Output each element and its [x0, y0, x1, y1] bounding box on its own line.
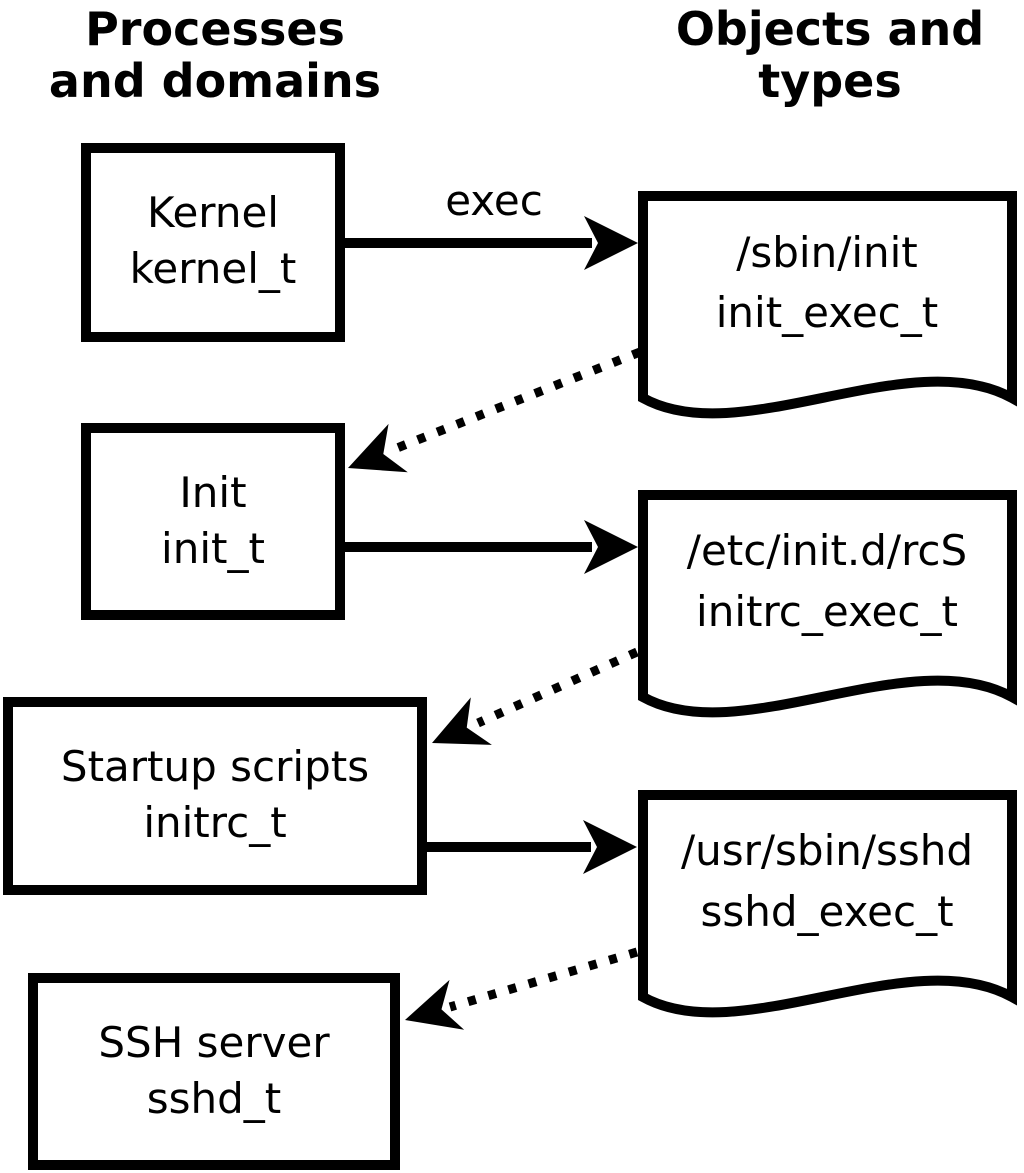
- process-label: SSH server: [98, 1018, 330, 1067]
- process-box-kernel: Kernel kernel_t: [81, 143, 345, 342]
- document-shape: [638, 191, 1017, 419]
- process-type-label: kernel_t: [130, 244, 297, 293]
- transition-arrow-line: [448, 947, 639, 1012]
- exec-arrow-startup-to-sshd: [427, 820, 637, 874]
- object-path-label: /sbin/init: [736, 228, 918, 277]
- object-doc-sbin-init: /sbin/init init_exec_t: [638, 191, 1017, 419]
- exec-arrow-label: exec: [445, 176, 543, 225]
- object-type-label: initrc_exec_t: [696, 587, 958, 636]
- column-header-processes-line2: and domains: [49, 54, 381, 108]
- exec-arrowhead-icon: [583, 820, 637, 874]
- transition-arrow-sshd-to-ssh-server: [405, 947, 639, 1030]
- transition-arrow-line: [476, 647, 639, 728]
- process-box-init: Init init_t: [81, 423, 345, 620]
- process-box-ssh-server: SSH server sshd_t: [28, 973, 400, 1170]
- object-doc-usr-sbin-sshd: /usr/sbin/sshd sshd_exec_t: [638, 790, 1017, 1018]
- document-shape: [638, 490, 1017, 718]
- exec-arrow-init-to-rcs: [345, 520, 638, 574]
- transition-arrow-sbin-init-to-init: [348, 347, 642, 473]
- process-label: Kernel: [147, 188, 279, 237]
- process-box-rect: [81, 423, 345, 620]
- exec-arrowhead-icon: [584, 216, 638, 270]
- transition-arrowhead-icon: [348, 423, 408, 473]
- process-type-label: init_t: [161, 524, 265, 573]
- document-shape: [638, 790, 1017, 1018]
- process-type-label: sshd_t: [147, 1074, 282, 1123]
- process-type-label: initrc_t: [143, 798, 286, 847]
- column-header-processes-line1: Processes: [85, 2, 345, 56]
- process-label: Startup scripts: [61, 742, 369, 791]
- exec-arrow-kernel-to-sbin-init: exec: [345, 176, 638, 270]
- process-box-rect: [81, 143, 345, 342]
- transition-arrowhead-icon: [405, 979, 465, 1030]
- process-label: Init: [179, 468, 246, 517]
- object-type-label: sshd_exec_t: [700, 887, 953, 936]
- process-box-rect: [28, 973, 400, 1170]
- object-type-label: init_exec_t: [716, 288, 939, 337]
- process-box-rect: [3, 697, 427, 895]
- process-box-startup-scripts: Startup scripts initrc_t: [3, 697, 427, 895]
- object-doc-etc-initd-rcs: /etc/init.d/rcS initrc_exec_t: [638, 490, 1017, 718]
- column-header-objects-line1: Objects and: [676, 2, 984, 56]
- object-path-label: /etc/init.d/rcS: [687, 526, 967, 575]
- column-header-objects-line2: types: [758, 54, 901, 108]
- exec-arrowhead-icon: [584, 520, 638, 574]
- transition-arrowhead-icon: [432, 697, 492, 745]
- transition-arrow-rcs-to-startup: [432, 647, 639, 745]
- object-path-label: /usr/sbin/sshd: [681, 826, 973, 875]
- transition-arrow-line: [390, 347, 642, 455]
